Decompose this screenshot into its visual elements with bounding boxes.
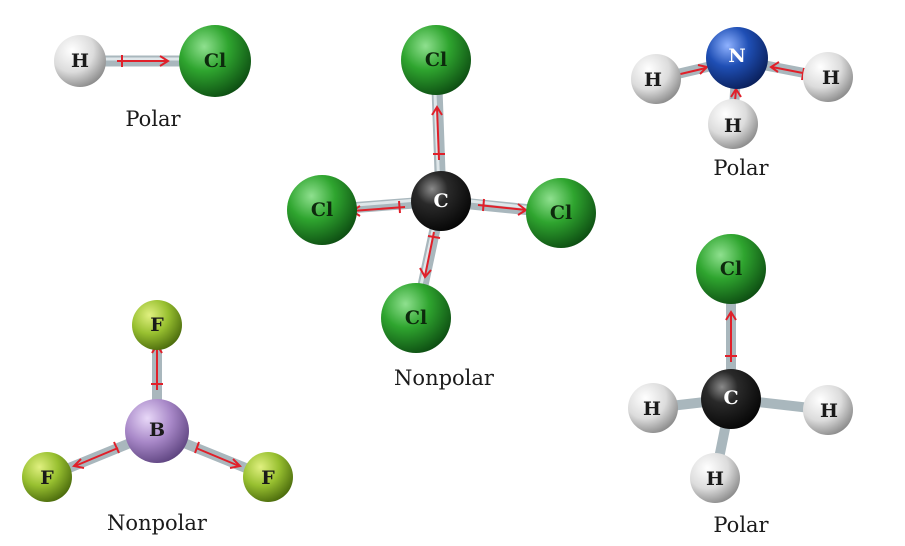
atom-label-cl: Cl: [720, 258, 742, 280]
caption-ch3cl: Polar: [713, 513, 769, 537]
atom-label-f-top: F: [150, 314, 164, 336]
atom-label-f-left: F: [40, 467, 54, 489]
molecule-ccl4: Cl Cl Cl Cl C Nonpolar: [287, 25, 596, 390]
atom-label-h-bottom: H: [724, 115, 742, 137]
caption-bf3: Nonpolar: [107, 511, 208, 535]
atom-chlorine-top: [401, 25, 471, 95]
atom-chlorine: [696, 234, 766, 304]
atom-fluorine-right: [243, 452, 293, 502]
atom-label-h-bottom: H: [706, 468, 724, 490]
atom-hydrogen-bottom: [690, 453, 740, 503]
atom-label-cl: Cl: [204, 50, 226, 72]
atom-boron: [125, 399, 189, 463]
atom-chlorine-bottom: [381, 283, 451, 353]
atom-fluorine-left: [22, 452, 72, 502]
dipole-arrows: [71, 343, 243, 469]
dipole-arrow: [117, 55, 170, 67]
atom-hydrogen: [54, 35, 106, 87]
atom-nitrogen: [706, 27, 768, 89]
atom-label-f-right: F: [261, 467, 275, 489]
atom-hydrogen-bottom: [708, 99, 758, 149]
atom-label-cl-top: Cl: [425, 49, 447, 71]
atom-chlorine-right: [526, 178, 596, 248]
atom-label-cl-bottom: Cl: [405, 307, 427, 329]
atom-hydrogen-left: [628, 383, 678, 433]
caption-nh3: Polar: [713, 156, 769, 180]
molecule-bf3: F F F B Nonpolar: [22, 300, 293, 535]
atom-label-h-left: H: [644, 69, 662, 91]
atom-chlorine-left: [287, 175, 357, 245]
atom-carbon: [701, 369, 761, 429]
atom-hydrogen-left: [631, 54, 681, 104]
atom-fluorine-top: [132, 300, 182, 350]
atom-label-b: B: [149, 419, 165, 441]
atom-chlorine: [179, 25, 251, 97]
atom-label-h-right: H: [822, 67, 840, 89]
atom-label-h-left: H: [643, 398, 661, 420]
atom-label-cl-left: Cl: [311, 199, 333, 221]
atom-label-c: C: [723, 387, 738, 409]
atom-label-n: N: [728, 45, 745, 67]
atom-label-c: C: [433, 190, 448, 212]
dipole-arrows: [725, 310, 737, 362]
atom-hydrogen-right: [803, 385, 853, 435]
atom-label-h: H: [71, 50, 89, 72]
atom-carbon: [411, 171, 471, 231]
molecule-ch3cl: Cl H H H C Polar: [628, 234, 853, 537]
atom-hydrogen-right: [803, 52, 853, 102]
caption-hcl: Polar: [125, 107, 181, 131]
caption-ccl4: Nonpolar: [394, 366, 495, 390]
atom-label-h-right: H: [820, 400, 838, 422]
atom-label-cl-right: Cl: [550, 202, 572, 224]
molecule-hcl: H Cl Polar: [54, 25, 251, 131]
molecule-nh3: H H H N Polar: [631, 27, 853, 180]
